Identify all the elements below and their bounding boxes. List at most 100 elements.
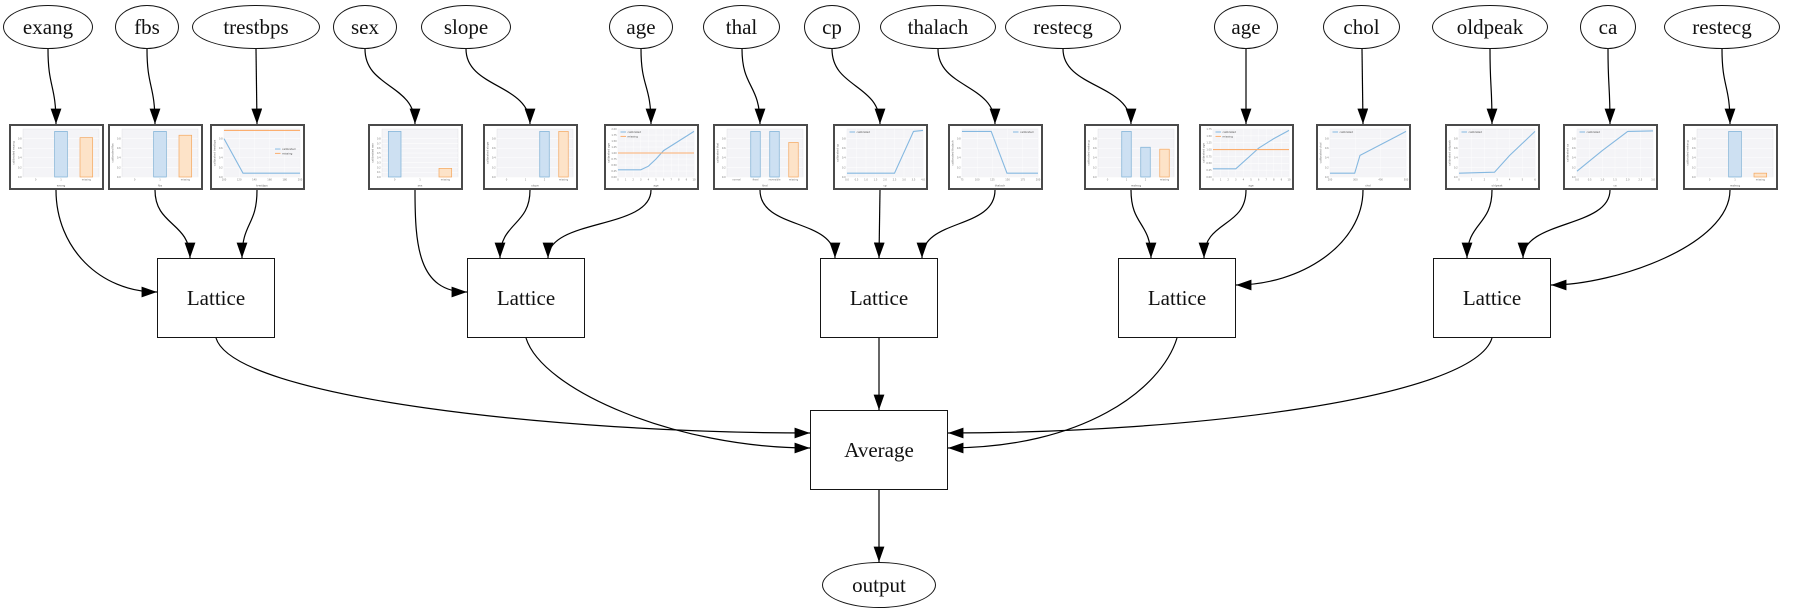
x-tick-label: 125 bbox=[990, 178, 995, 181]
feature-node-oldpeak: oldpeak bbox=[1432, 5, 1548, 49]
edge-slope-to-chart bbox=[465, 48, 536, 125]
y-tick-label: 0.3 bbox=[377, 162, 381, 165]
x-tick-label: normal bbox=[732, 178, 741, 181]
feature-label: sex bbox=[351, 14, 379, 39]
y-tick-label: 1.75 bbox=[1206, 128, 1212, 131]
x-tick-label: 1.5 bbox=[1613, 178, 1617, 181]
bar-missing bbox=[79, 137, 94, 178]
y-tick-label: 0.0 bbox=[117, 176, 121, 179]
lattice-node-5: Lattice bbox=[1433, 258, 1551, 338]
x-tick-label: 0 bbox=[1709, 178, 1711, 181]
y-tick-label: 0.2 bbox=[18, 166, 22, 169]
y-tick-label: 0.50 bbox=[1206, 162, 1212, 165]
x-tick-label: 3.0 bbox=[902, 178, 906, 181]
x-tick-label: 6 bbox=[663, 178, 665, 181]
edge-chart-cp-to-lattice-3 bbox=[873, 189, 885, 259]
legend-label: calibrated bbox=[1469, 130, 1483, 134]
x-tick-label: 5 bbox=[655, 178, 657, 181]
edge-lattice-5-to-average bbox=[947, 337, 1493, 439]
feature-label: ca bbox=[1598, 14, 1618, 39]
lattice-label: Lattice bbox=[1147, 285, 1207, 310]
x-tick-label: 4.0 bbox=[921, 178, 925, 181]
x-axis-label: age bbox=[653, 184, 658, 188]
feature-node-sex: sex bbox=[333, 5, 397, 49]
y-tick-label: 0.2 bbox=[842, 166, 846, 169]
series-line-calibrated bbox=[1458, 131, 1536, 174]
x-tick-label: 2.5 bbox=[893, 178, 897, 181]
x-tick-label: 100 bbox=[222, 178, 227, 181]
feature-node-age: age bbox=[609, 5, 673, 49]
x-tick-label: 0 bbox=[394, 178, 396, 181]
y-axis-label: calibrated age bbox=[606, 143, 610, 163]
feature-node-ca: ca bbox=[1580, 5, 1636, 49]
bar-missing bbox=[788, 142, 799, 178]
legend-label: calibrated bbox=[1340, 130, 1354, 134]
bar-1 bbox=[1121, 131, 1132, 178]
x-tick-label: 1.0 bbox=[864, 178, 868, 181]
y-tick-label: 0.4 bbox=[492, 157, 496, 160]
edge-chart-fbs-to-lattice-1 bbox=[154, 189, 196, 259]
y-tick-label: 0.8 bbox=[1454, 138, 1458, 141]
bar-fixed bbox=[750, 131, 761, 178]
y-tick-label: 0.4 bbox=[377, 157, 381, 160]
y-tick-label: 0.75 bbox=[611, 158, 617, 161]
x-tick-label: 3 bbox=[1235, 178, 1237, 181]
average-label: Average bbox=[844, 437, 914, 462]
feature-label: restecg bbox=[1033, 14, 1093, 39]
edge-trestbps-to-chart bbox=[251, 48, 263, 125]
bar-missing bbox=[178, 134, 193, 178]
y-axis-label: calibrated age bbox=[1201, 143, 1205, 163]
feature-node-thalach: thalach bbox=[880, 5, 996, 49]
y-axis-label: calibrated fbs bbox=[110, 143, 114, 163]
y-tick-label: 0.8 bbox=[492, 138, 496, 141]
plot-area bbox=[961, 128, 1039, 178]
x-tick-label: 1 bbox=[419, 178, 421, 181]
y-tick-label: 0.8 bbox=[1325, 138, 1329, 141]
edge-chart-chol-to-lattice-4 bbox=[1235, 189, 1364, 291]
legend-label: missing bbox=[282, 151, 293, 155]
feature-label: thal bbox=[725, 14, 758, 39]
feature-node-fbs: fbs bbox=[115, 5, 179, 49]
legend-label: calibrated bbox=[282, 147, 296, 151]
x-tick-label: 160 bbox=[267, 178, 272, 181]
y-tick-label: 0.4 bbox=[1572, 157, 1576, 160]
series-line-calibrated bbox=[962, 130, 1038, 174]
x-tick-label: 10 bbox=[692, 178, 696, 181]
x-tick-label: 2 bbox=[632, 178, 634, 181]
y-tick-label: 0.2 bbox=[957, 166, 961, 169]
y-tick-label: 0.6 bbox=[377, 147, 381, 150]
edge-chol-to-chart bbox=[1357, 48, 1369, 125]
y-tick-label: 0.6 bbox=[1093, 147, 1097, 150]
y-tick-label: 0.2 bbox=[219, 166, 223, 169]
y-tick-label: 0.4 bbox=[18, 157, 22, 160]
y-tick-label: 0.0 bbox=[1325, 176, 1329, 179]
x-axis-label: exang bbox=[57, 184, 66, 188]
x-tick-label: 0 bbox=[506, 178, 508, 181]
y-tick-label: 0.1 bbox=[377, 171, 381, 174]
x-tick-label: 5 bbox=[1522, 178, 1524, 181]
legend-label: calibrated bbox=[1223, 130, 1237, 134]
y-tick-label: 0.7 bbox=[377, 142, 381, 145]
y-tick-label: 0.0 bbox=[957, 176, 961, 179]
lattice-label: Lattice bbox=[849, 285, 909, 310]
x-tick-label: 0 bbox=[1458, 178, 1460, 181]
x-tick-label: missing bbox=[559, 178, 569, 181]
bar-missing bbox=[1753, 172, 1768, 178]
x-tick-label: 1 bbox=[159, 178, 161, 181]
y-axis-label: calibrated ca bbox=[1565, 144, 1569, 162]
x-tick-label: 9 bbox=[1281, 178, 1283, 181]
x-tick-label: 2 bbox=[1145, 178, 1147, 181]
y-tick-label: 0.8 bbox=[377, 138, 381, 141]
x-tick-label: 1 bbox=[1734, 178, 1736, 181]
x-axis-label: slope bbox=[531, 184, 539, 188]
